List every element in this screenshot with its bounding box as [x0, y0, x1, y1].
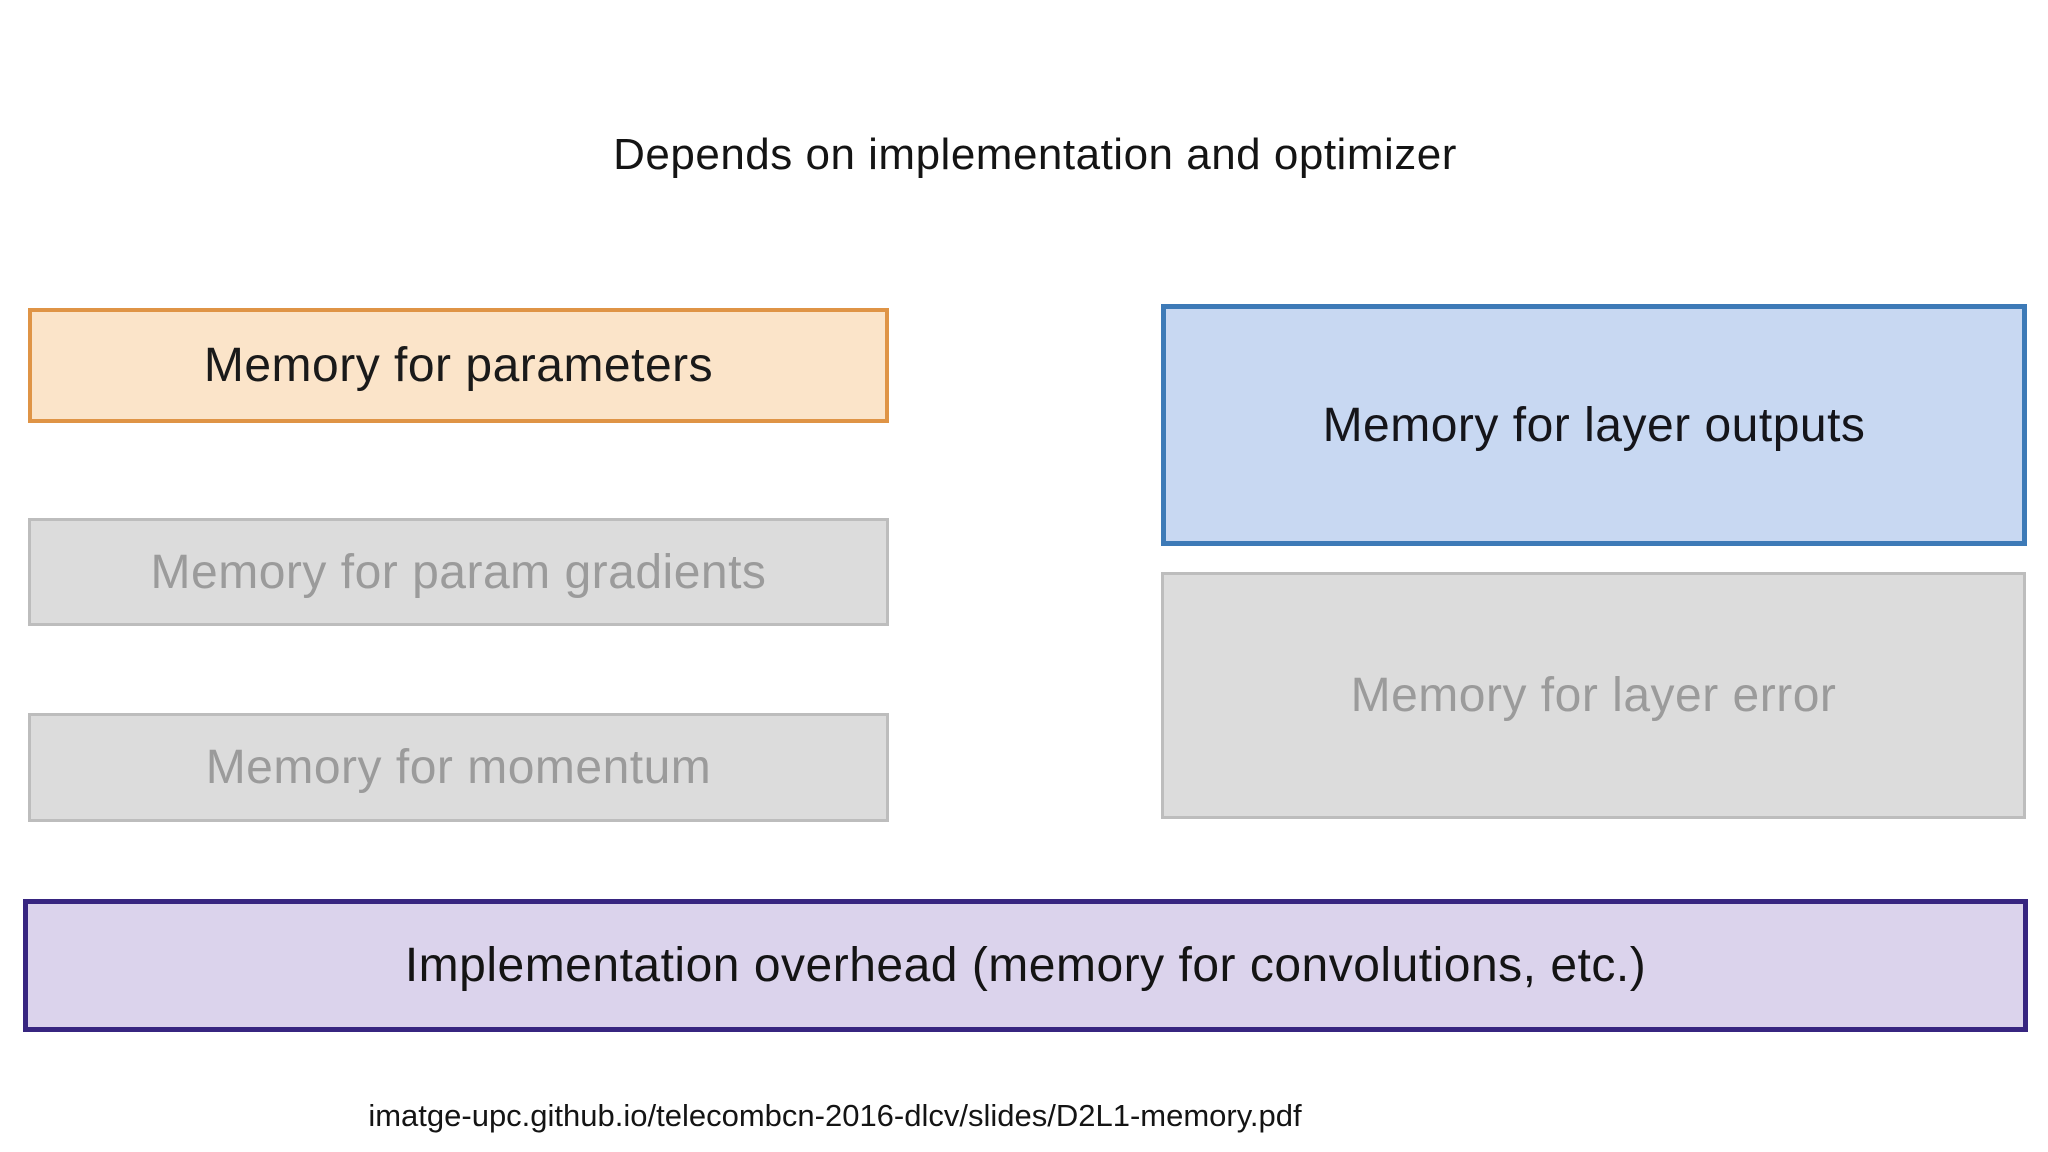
- box-label: Memory for param gradients: [150, 545, 767, 599]
- box-memory-parameters: Memory for parameters: [28, 308, 889, 423]
- box-label: Memory for layer outputs: [1322, 398, 1866, 452]
- box-memory-momentum: Memory for momentum: [28, 713, 889, 822]
- box-label: Implementation overhead (memory for conv…: [404, 939, 1647, 992]
- slide-title: Depends on implementation and optimizer: [613, 130, 1457, 179]
- box-label: Memory for layer error: [1350, 669, 1837, 722]
- box-memory-layer-outputs: Memory for layer outputs: [1161, 304, 2027, 546]
- box-memory-layer-error: Memory for layer error: [1161, 572, 2026, 819]
- box-label: Memory for parameters: [203, 339, 714, 392]
- box-implementation-overhead: Implementation overhead (memory for conv…: [23, 899, 2028, 1032]
- box-memory-param-gradients: Memory for param gradients: [28, 518, 889, 626]
- box-label: Memory for momentum: [205, 741, 712, 794]
- source-url: imatge-upc.github.io/telecombcn-2016-dlc…: [368, 1098, 1302, 1133]
